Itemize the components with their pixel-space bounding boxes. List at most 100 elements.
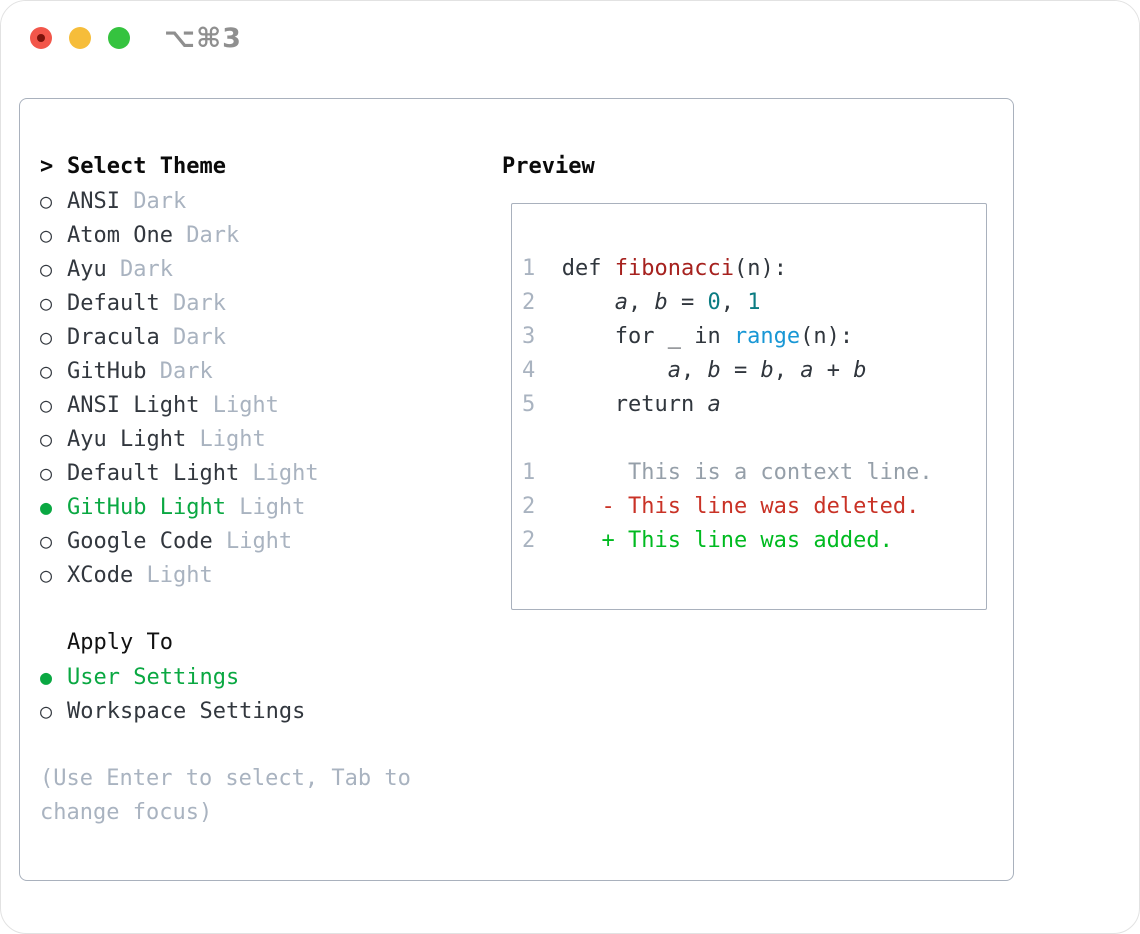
radio-selected-icon: ● bbox=[40, 495, 53, 519]
line-number: 2 bbox=[522, 528, 602, 553]
line-number: 3 bbox=[522, 324, 562, 349]
code-token: (n): bbox=[733, 256, 787, 281]
code-line: 1 def fibonacci(n): bbox=[522, 252, 986, 286]
theme-option-default[interactable]: ○Default Dark bbox=[40, 286, 485, 320]
code-token: fibonacci bbox=[614, 256, 734, 281]
code-token: 0 bbox=[707, 290, 721, 315]
option-label: XCode bbox=[67, 563, 134, 588]
diff-line-context: 1 This is a context line. bbox=[522, 456, 986, 490]
code-token: = bbox=[720, 358, 761, 383]
blank-line bbox=[522, 218, 986, 252]
diff-line-added: 2 + This line was added. bbox=[522, 524, 986, 558]
code-token: (n): bbox=[800, 324, 854, 349]
option-label: User Settings bbox=[67, 665, 240, 690]
apply-option-user-settings[interactable]: ●User Settings bbox=[40, 660, 485, 694]
option-label: Workspace Settings bbox=[67, 699, 306, 724]
option-variant-tag: Light bbox=[186, 427, 266, 452]
theme-option-github[interactable]: ○ GitHub Dark bbox=[40, 354, 485, 388]
close-button[interactable] bbox=[30, 27, 52, 49]
option-label: Atom One bbox=[67, 223, 173, 248]
radio-unselected-icon: ○ bbox=[40, 359, 53, 383]
theme-option-ayu-light[interactable]: ○ Ayu Light Light bbox=[40, 422, 485, 456]
radio-unselected-icon: ○ bbox=[40, 461, 53, 485]
option-variant-tag: Dark bbox=[159, 325, 226, 350]
diff-marker: + bbox=[601, 528, 628, 553]
option-variant-tag: Dark bbox=[172, 223, 240, 248]
theme-option-xcode[interactable]: ○ XCode Light bbox=[40, 558, 485, 592]
radio-unselected-icon: ○ bbox=[40, 427, 53, 451]
option-variant-tag: Dark bbox=[119, 189, 187, 214]
code-token: , bbox=[627, 290, 655, 315]
code-line: 2 a, b = 0, 1 bbox=[522, 286, 986, 320]
radio-unselected-icon: ○ bbox=[40, 325, 53, 349]
code-token: b bbox=[654, 290, 668, 315]
theme-column: >Select Theme ○ANSI Dark○Atom One Dark○A… bbox=[40, 150, 485, 830]
code-token bbox=[562, 358, 668, 383]
line-number: 2 bbox=[522, 494, 602, 519]
option-variant-tag: Light bbox=[225, 495, 306, 520]
diff-marker: - bbox=[601, 494, 628, 519]
code-line: 5 return a bbox=[522, 388, 986, 422]
theme-option-ansi-light[interactable]: ○ANSI Light Light bbox=[40, 388, 485, 422]
option-variant-tag: Light bbox=[239, 461, 319, 486]
line-number: 2 bbox=[522, 290, 562, 315]
code-token: b bbox=[707, 358, 721, 383]
radio-unselected-icon: ○ bbox=[40, 563, 53, 587]
option-label: GitHub bbox=[67, 359, 147, 384]
radio-unselected-icon: ○ bbox=[40, 291, 53, 315]
option-label: Default Light bbox=[67, 461, 240, 486]
theme-list: ○ANSI Dark○Atom One Dark○Ayu Dark○Defaul… bbox=[40, 184, 485, 592]
radio-unselected-icon: ○ bbox=[40, 223, 53, 247]
diff-text: This line was deleted. bbox=[627, 494, 920, 519]
radio-unselected-icon: ○ bbox=[40, 699, 53, 723]
option-label: Ayu Light bbox=[67, 427, 187, 452]
line-number: 4 bbox=[522, 358, 562, 383]
code-token bbox=[562, 290, 615, 315]
select-theme-title: Select Theme bbox=[67, 154, 226, 179]
line-number: 5 bbox=[522, 392, 562, 417]
apply-option-workspace-settings[interactable]: ○ Workspace Settings bbox=[40, 694, 485, 728]
record-dot-icon bbox=[37, 34, 45, 42]
theme-option-ansi[interactable]: ○ANSI Dark bbox=[40, 184, 485, 218]
radio-unselected-icon: ○ bbox=[40, 529, 53, 553]
option-label: Ayu bbox=[67, 257, 107, 282]
option-variant-tag: Dark bbox=[146, 359, 213, 384]
code-token: a bbox=[800, 358, 814, 383]
code-token: b bbox=[760, 358, 774, 383]
spacer bbox=[40, 592, 485, 626]
option-label: ANSI bbox=[67, 189, 120, 214]
radio-unselected-icon: ○ bbox=[40, 393, 53, 417]
code-token: = bbox=[667, 290, 708, 315]
option-variant-tag: Light bbox=[212, 529, 293, 554]
theme-option-github-light[interactable]: ● GitHub Light Light bbox=[40, 490, 485, 524]
option-label: Google Code bbox=[67, 529, 213, 554]
apply-to-list: ●User Settings ○ Workspace Settings bbox=[40, 660, 485, 728]
theme-option-google-code[interactable]: ○ Google Code Light bbox=[40, 524, 485, 558]
option-variant-tag: Dark bbox=[106, 257, 173, 282]
diff-line-deleted: 2 - This line was deleted. bbox=[522, 490, 986, 524]
option-label: GitHub Light bbox=[67, 495, 226, 520]
code-token: 1 bbox=[747, 290, 761, 315]
apply-to-header: Apply To bbox=[40, 626, 485, 660]
minimize-button[interactable] bbox=[69, 27, 91, 49]
preview-title: Preview bbox=[502, 154, 595, 179]
code-token: def bbox=[561, 256, 615, 281]
code-token: return bbox=[561, 392, 708, 417]
theme-option-ayu[interactable]: ○ Ayu Dark bbox=[40, 252, 485, 286]
line-number: 1 bbox=[522, 256, 562, 281]
code-token: range bbox=[733, 324, 801, 349]
option-label: Dracula bbox=[67, 325, 160, 350]
apply-to-title: Apply To bbox=[67, 630, 173, 655]
theme-option-atom-one[interactable]: ○ Atom One Dark bbox=[40, 218, 485, 252]
option-variant-tag: Light bbox=[133, 563, 213, 588]
theme-option-default-light[interactable]: ○ Default Light Light bbox=[40, 456, 485, 490]
theme-option-dracula[interactable]: ○ Dracula Dark bbox=[40, 320, 485, 354]
code-line: 3 for _ in range(n): bbox=[522, 320, 986, 354]
radio-unselected-icon: ○ bbox=[40, 257, 53, 281]
code-token: b bbox=[853, 358, 867, 383]
code-line: 4 a, b = b, a + b bbox=[522, 354, 986, 388]
code-token: , bbox=[720, 290, 748, 315]
zoom-button[interactable] bbox=[108, 27, 130, 49]
